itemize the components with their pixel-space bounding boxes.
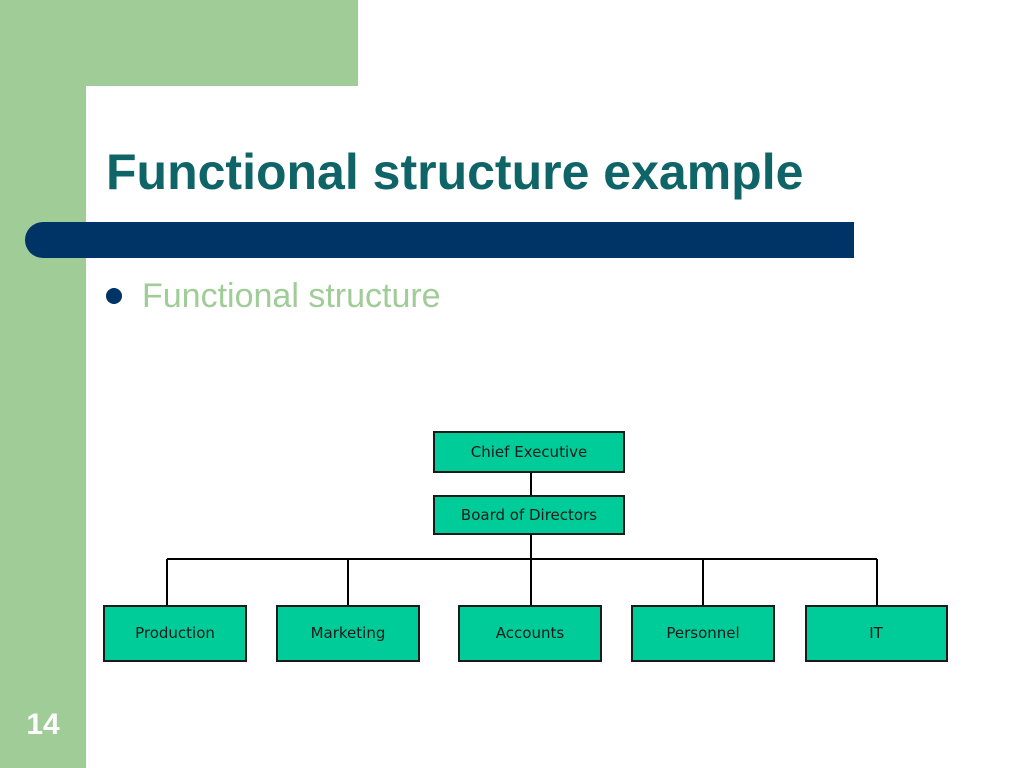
node-personnel: Personnel xyxy=(631,605,775,662)
node-it-label: IT xyxy=(869,624,883,642)
node-production-label: Production xyxy=(135,624,215,642)
node-production: Production xyxy=(103,605,247,662)
node-accounts-label: Accounts xyxy=(496,624,565,642)
node-accounts: Accounts xyxy=(458,605,602,662)
node-marketing: Marketing xyxy=(276,605,420,662)
node-it: IT xyxy=(805,605,948,662)
node-board-label: Board of Directors xyxy=(461,506,597,524)
slide-title: Functional structure example xyxy=(106,144,804,200)
node-chief-executive: Chief Executive xyxy=(433,431,625,473)
bullet-text: Functional structure xyxy=(142,276,441,315)
page-number: 14 xyxy=(26,708,60,741)
node-personnel-label: Personnel xyxy=(666,624,739,642)
side-accent-band xyxy=(0,0,86,768)
top-accent-band xyxy=(0,0,358,86)
title-underline-bar xyxy=(25,222,854,258)
node-marketing-label: Marketing xyxy=(311,624,386,642)
node-board-of-directors: Board of Directors xyxy=(433,495,625,535)
bullet-item: Functional structure xyxy=(106,274,441,318)
bullet-dot-icon xyxy=(106,288,122,304)
node-chief-executive-label: Chief Executive xyxy=(471,443,587,461)
